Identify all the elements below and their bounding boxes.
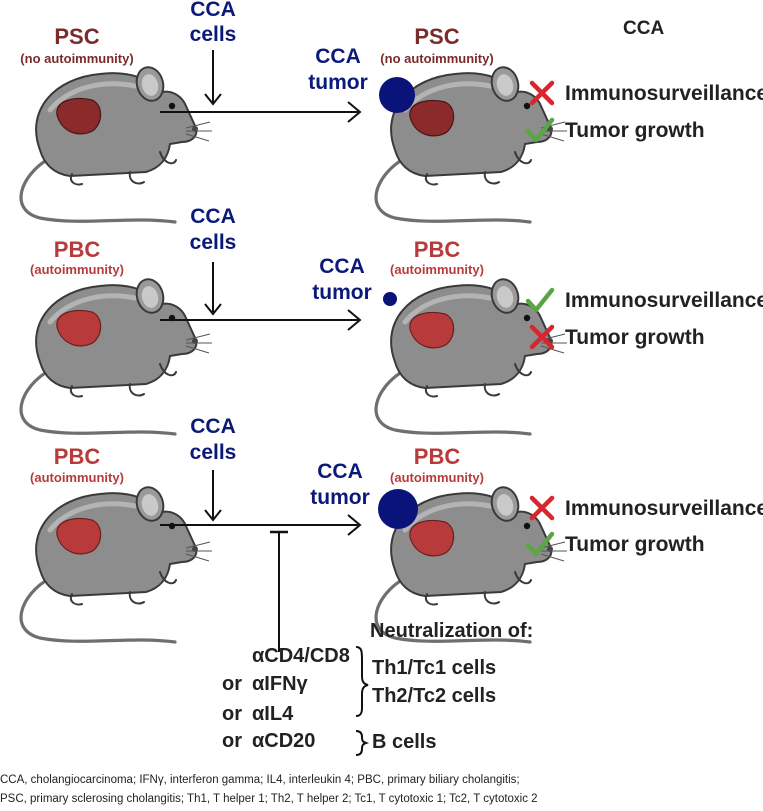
model-left-label: PBC [53,237,101,262]
outcome-immunosurveillance: Immunosurveillance [565,289,763,312]
model-right-sublabel: (no autoimmunity) [380,51,494,66]
cross-icon [532,83,552,103]
mouse-icon [21,484,212,642]
footnote-line1: CCA, cholangiocarcinoma; IFNγ, interfero… [0,774,520,786]
model-right-label: PSC [414,24,460,49]
outcome-tumor-growth: Tumor growth [565,326,705,349]
cells-label-line2: cells [189,23,237,46]
footnote-line2: PSC, primary sclerosing cholangitis; Th1… [0,793,538,805]
liver-icon [56,517,102,555]
outcome-immunosurveillance: Immunosurveillance [565,497,763,520]
neutralization-heading: Neutralization of: [370,620,534,642]
tumor-label-line2: tumor [312,281,372,304]
mouse-icon [21,64,212,222]
model-right-sublabel: (autoimmunity) [390,262,484,277]
cells-label-line1: CCA [190,205,236,228]
liver-icon [409,311,455,349]
target-b-cells: B cells [372,731,437,753]
model-right-label: PBC [413,237,461,262]
page-title: CCA [623,18,665,39]
model-left-sublabel: (no autoimmunity) [20,51,134,66]
cells-label-line1: CCA [190,0,236,21]
model-left-sublabel: (autoimmunity) [30,470,124,485]
tumor-label-line1: CCA [315,45,361,68]
treatment-agent: αCD4/CD8 [252,645,350,667]
brace-bcells [355,730,370,756]
treatment-agent: αCD20 [252,730,316,752]
tumor-icon [378,489,418,529]
outcome-tumor-growth: Tumor growth [565,119,705,142]
liver-icon [409,519,455,557]
treatment-prefix: or [222,673,242,695]
liver-icon [409,99,455,137]
model-right-sublabel: (autoimmunity) [390,470,484,485]
check-icon [528,290,552,310]
tumor-icon [383,292,397,306]
outcome-immunosurveillance: Immunosurveillance [565,82,763,105]
target-th2-tc2: Th2/Tc2 cells [372,685,497,707]
treatment-prefix: or [222,703,242,725]
tumor-label-line1: CCA [319,255,365,278]
treatment-agent: αIFNγ [252,673,308,695]
tumor-label-line1: CCA [317,460,363,483]
treatment-agent: αIL4 [252,703,294,725]
outcome-tumor-growth: Tumor growth [565,533,705,556]
tumor-label-line2: tumor [308,71,368,94]
brace-th1 [355,646,369,717]
cells-label-line2: cells [189,231,237,254]
mouse-icon [21,276,212,434]
mouse-icon [376,276,567,434]
model-left-sublabel: (autoimmunity) [30,262,124,277]
target-th1-tc1: Th1/Tc1 cells [372,657,497,679]
liver-icon [56,309,102,347]
cross-icon [532,498,552,518]
model-left-label: PSC [54,24,100,49]
treatment-prefix: or [222,730,242,752]
tumor-icon [379,77,415,113]
cells-label-line2: cells [189,441,237,464]
cells-label-line1: CCA [190,415,236,438]
model-left-label: PBC [53,444,101,469]
model-right-label: PBC [413,444,461,469]
tumor-label-line2: tumor [310,486,370,509]
liver-icon [56,97,102,135]
